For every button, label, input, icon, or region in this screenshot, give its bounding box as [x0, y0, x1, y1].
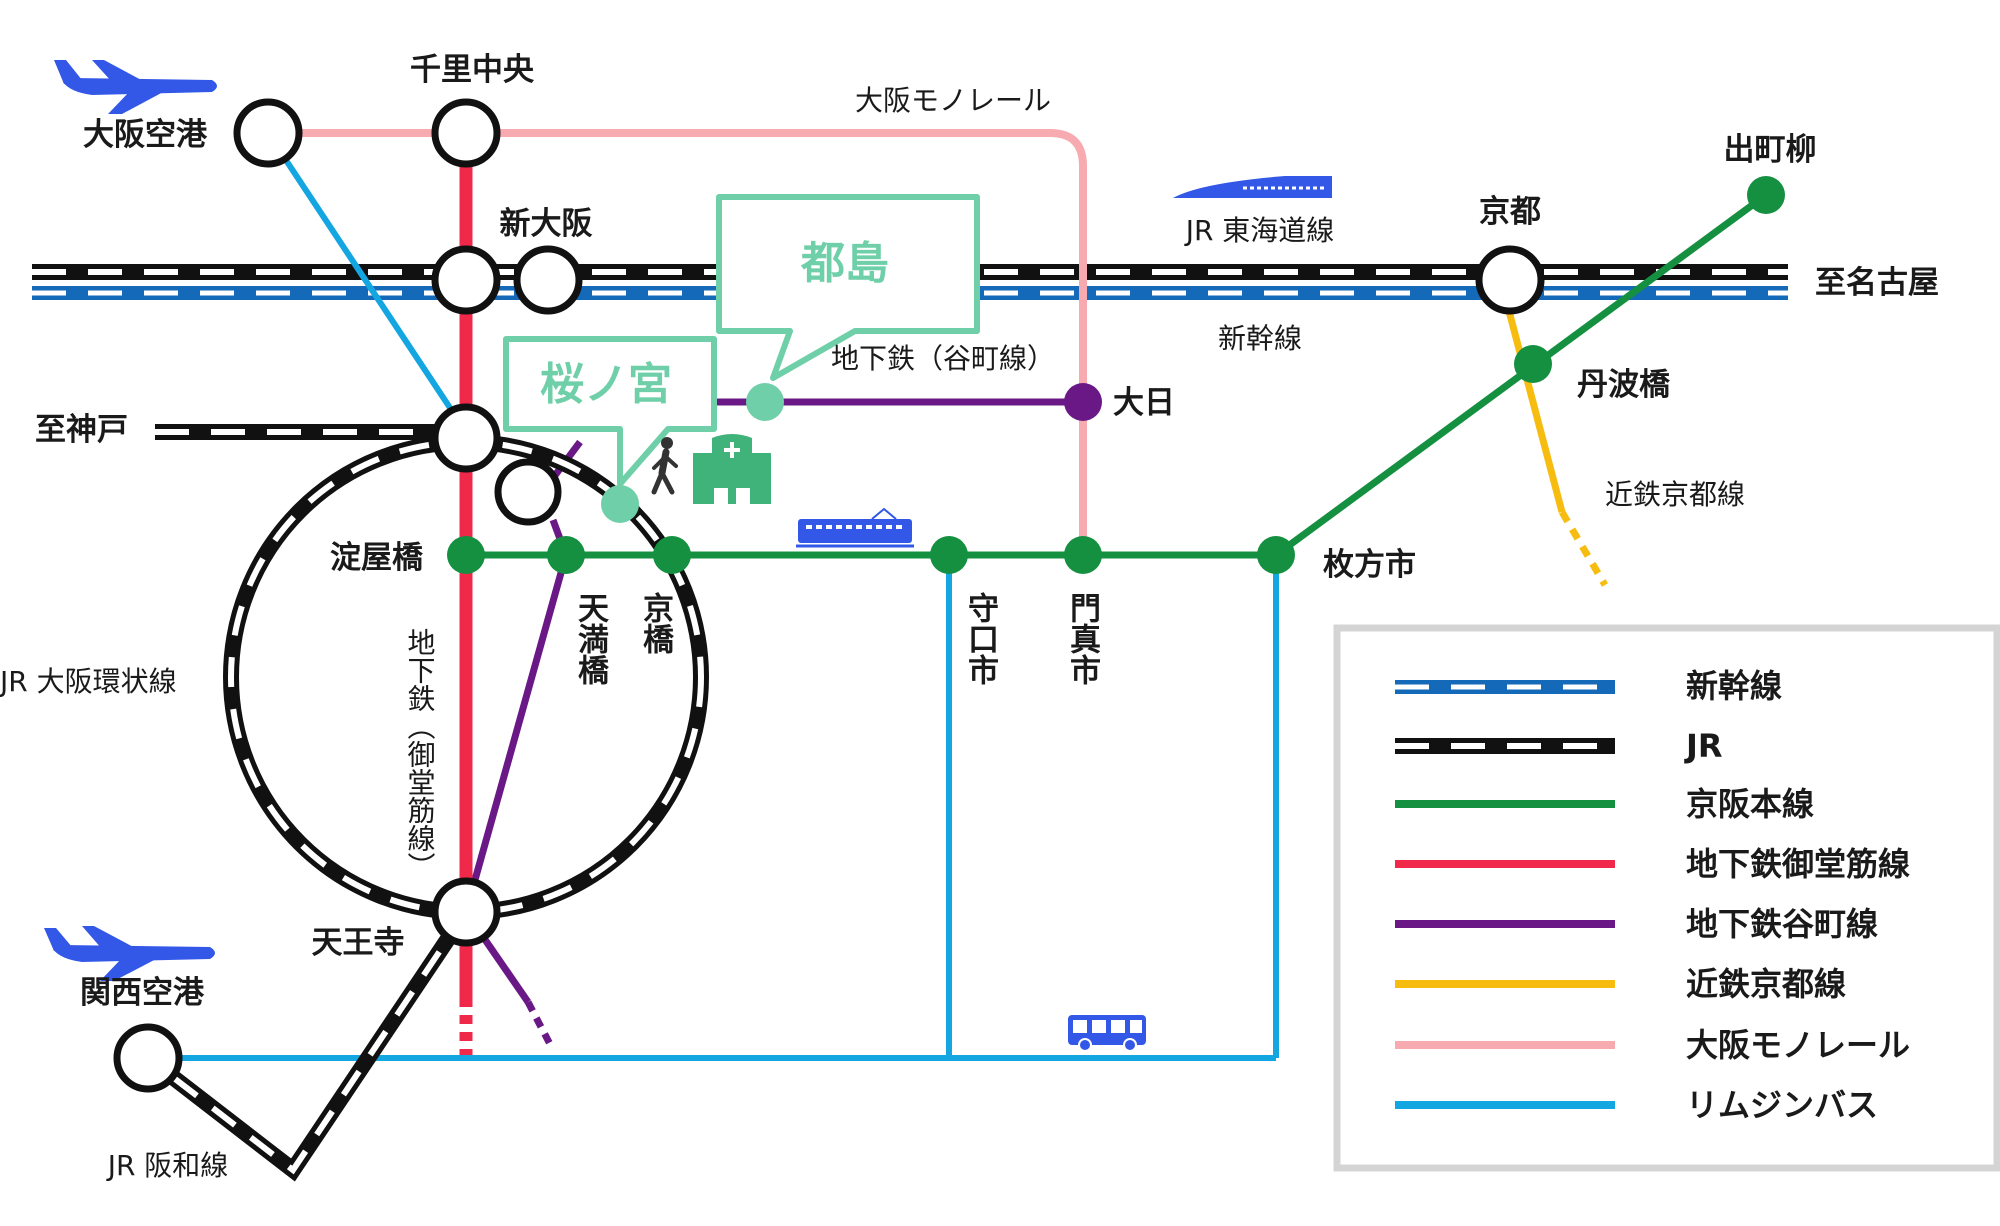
- station-marker-kyobashi[interactable]: [653, 536, 691, 574]
- station-marker-tennoji[interactable]: [431, 877, 501, 947]
- callout-miyakojima-label: 都島: [800, 238, 889, 289]
- station-marker-umeda-shinkansen[interactable]: [431, 245, 501, 315]
- station-marker-senri-chuo[interactable]: [431, 98, 501, 168]
- airplane-icon: [54, 60, 217, 114]
- line-label-loop: JR 大阪環状線: [0, 665, 177, 698]
- station-label-dainichi: 大日: [1113, 385, 1175, 421]
- legend-label: リムジンバス: [1686, 1086, 1878, 1124]
- airplane-icon: [44, 926, 215, 981]
- legend-item: 大阪モノレール: [1395, 1026, 1910, 1064]
- legend-label: 地下鉄谷町線: [1686, 905, 1878, 943]
- callout-sakuranomiya: 桜ノ宮: [503, 336, 717, 487]
- legend-item: JR: [1395, 727, 1723, 765]
- station-label-to-nagoya: 至名古屋: [1815, 265, 1939, 301]
- legend-item: 新幹線: [1395, 667, 1782, 705]
- station-label-temmabashi: 天満橋: [572, 592, 609, 685]
- line-label-hanwa: JR 阪和線: [106, 1149, 229, 1182]
- legend-label: 京阪本線: [1686, 785, 1814, 823]
- legend-item: 地下鉄御堂筋線: [1395, 845, 1910, 883]
- line-label-midosuji: 地下鉄（御堂筋線）: [404, 628, 437, 880]
- legend-item: 京阪本線: [1395, 785, 1814, 823]
- line-label-shinkansen: 新幹線: [1218, 322, 1302, 355]
- bus-icon: [1068, 1015, 1146, 1052]
- jr-hanwa-line: [143, 907, 473, 1182]
- station-marker-shin-osaka[interactable]: [513, 245, 583, 315]
- callout-sakuranomiya-label: 桜ノ宮: [540, 359, 672, 410]
- station-label-senri-chuo: 千里中央: [410, 52, 535, 88]
- station-marker-miyakojima[interactable]: [746, 383, 784, 421]
- line-label-kintetsu: 近鉄京都線: [1605, 478, 1745, 511]
- walking-person-icon: [651, 437, 678, 495]
- station-marker-osaka[interactable]: [431, 403, 501, 473]
- legend-item: 近鉄京都線: [1395, 965, 1846, 1003]
- station-label-yodoyabashi: 淀屋橋: [330, 540, 424, 576]
- limousine-bus-line: [148, 131, 1279, 1061]
- station-marker-kyoto[interactable]: [1475, 245, 1545, 315]
- callout-miyakojima: 都島: [716, 194, 980, 381]
- station-label-kyobashi: 京橋: [637, 591, 674, 654]
- hospital-icon: [693, 434, 771, 504]
- station-marker-kansai-airport[interactable]: [113, 1023, 183, 1093]
- station-marker-temma[interactable]: [494, 458, 562, 526]
- legend-box: [1333, 624, 2000, 1172]
- station-label-osaka-airport: 大阪空港: [83, 117, 208, 153]
- osaka-monorail-line: [268, 129, 1087, 555]
- legend-item: 地下鉄谷町線: [1395, 905, 1878, 943]
- station-label-to-kobe: 至神戸: [35, 412, 128, 448]
- station-marker-temmabashi[interactable]: [547, 536, 585, 574]
- station-marker-dainichi[interactable]: [1064, 383, 1102, 421]
- legend-label: 近鉄京都線: [1686, 965, 1846, 1003]
- station-marker-moriguchi[interactable]: [930, 536, 968, 574]
- station-marker-tambabashi[interactable]: [1514, 345, 1552, 383]
- legend: 新幹線 JR 京阪本線 地下鉄御堂筋線 地下鉄谷町線 近鉄京都線 大阪モノレール: [1333, 624, 2000, 1172]
- station-label-kadoma: 門真市: [1064, 592, 1101, 685]
- station-marker-hirakata[interactable]: [1257, 536, 1295, 574]
- line-label-jr-tokaido: JR 東海道線: [1184, 214, 1335, 247]
- train-icon: [796, 507, 914, 548]
- shinkansen-train-icon: [1173, 176, 1332, 198]
- line-label-tanimachi: 地下鉄（谷町線）: [831, 342, 1055, 375]
- kintetsu-kyoto-line: [1496, 276, 1609, 587]
- station-label-demachiyanagi: 出町柳: [1724, 132, 1817, 168]
- line-label-monorail: 大阪モノレール: [855, 84, 1051, 117]
- legend-label: 大阪モノレール: [1686, 1026, 1910, 1064]
- station-label-hirakata: 枚方市: [1323, 547, 1416, 583]
- station-label-tennoji: 天王寺: [312, 925, 405, 961]
- legend-item: リムジンバス: [1395, 1086, 1878, 1124]
- station-label-shin-osaka: 新大阪: [500, 206, 593, 242]
- station-marker-yodoyabashi[interactable]: [447, 536, 485, 574]
- legend-label: 地下鉄御堂筋線: [1686, 845, 1910, 883]
- station-label-tambabashi: 丹波橋: [1577, 367, 1671, 403]
- station-label-kansai-airport: 関西空港: [80, 975, 205, 1011]
- station-marker-kadoma[interactable]: [1064, 536, 1102, 574]
- station-marker-demachiyanagi[interactable]: [1747, 176, 1785, 214]
- station-marker-osaka-airport[interactable]: [233, 98, 303, 168]
- legend-label: JR: [1684, 727, 1723, 765]
- legend-label: 新幹線: [1686, 667, 1782, 705]
- station-label-moriguchi: 守口市: [962, 592, 998, 685]
- station-label-kyoto: 京都: [1479, 194, 1541, 230]
- station-marker-sakuranomiya[interactable]: [601, 485, 639, 523]
